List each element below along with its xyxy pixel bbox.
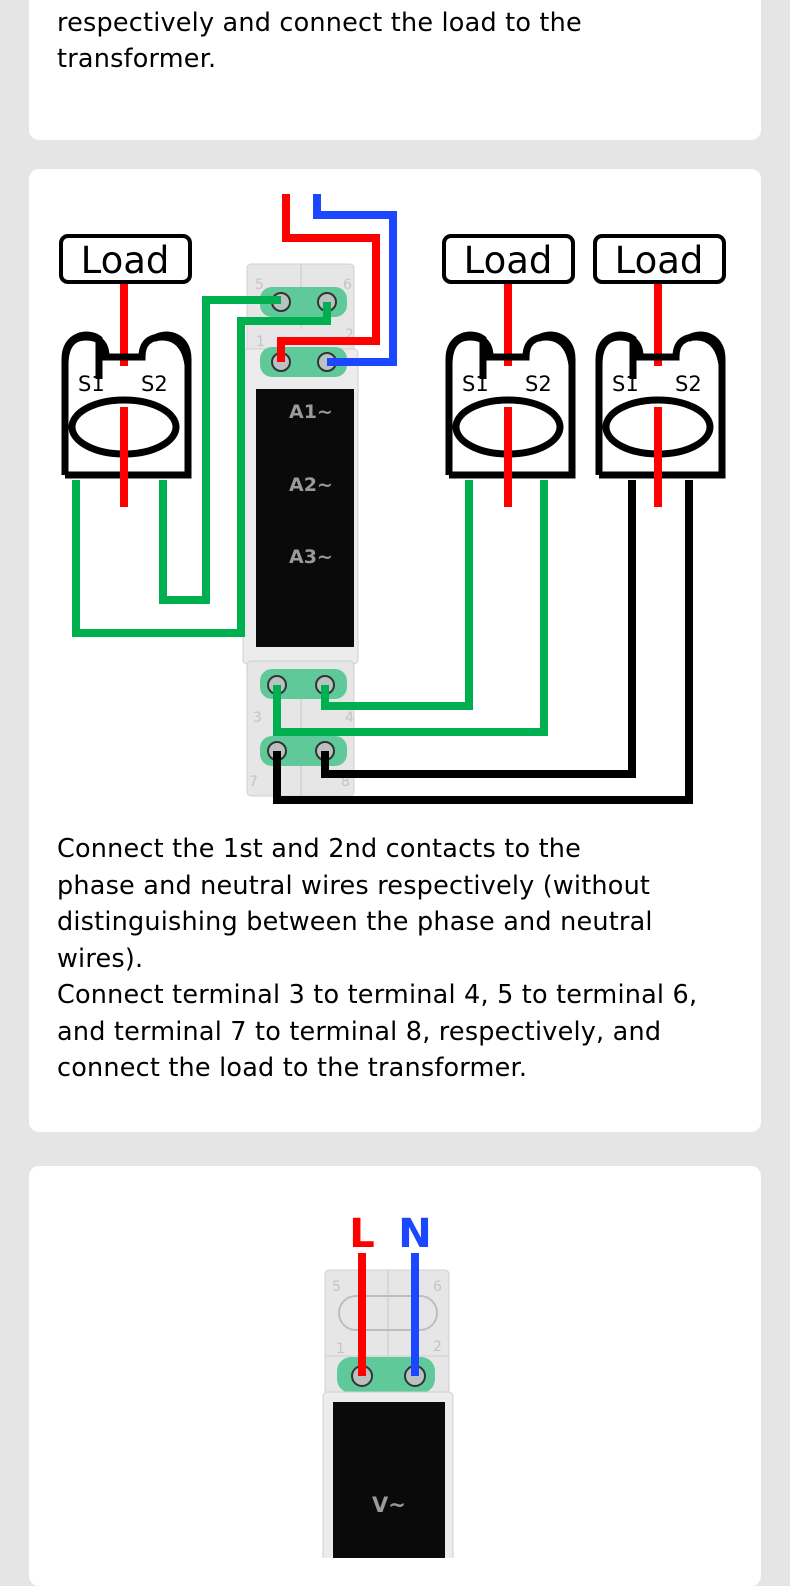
terminal-3: 3 xyxy=(253,710,262,726)
load-boxes: Load Load Load xyxy=(59,234,726,284)
meter-device: 5 6 1 2 V~ xyxy=(322,1269,454,1558)
terminal-7: 7 xyxy=(249,774,258,790)
wiring-card-voltage: 5 6 1 2 V~ L N xyxy=(29,1166,761,1586)
terminal-1: 1 xyxy=(336,1341,345,1357)
wires xyxy=(72,194,693,804)
wiring-card-three-phase: 5 6 1 2 3 4 7 8 A1~ A2~ A3~ xyxy=(29,169,761,1132)
meter-device: 5 6 1 2 3 4 7 8 A1~ A2~ A3~ xyxy=(242,263,359,797)
wires xyxy=(358,1253,419,1376)
terminal-1: 1 xyxy=(256,334,265,350)
three-phase-wiring-diagram: 5 6 1 2 3 4 7 8 A1~ A2~ A3~ xyxy=(59,194,726,804)
load-box-3: Load xyxy=(593,234,726,284)
load-box-1: Load xyxy=(59,234,192,284)
ct-2: S1 S2 xyxy=(445,331,576,507)
display-label-a3: A3~ xyxy=(289,546,333,568)
display-label-a2: A2~ xyxy=(289,474,333,496)
ct-3: S1 S2 xyxy=(595,331,726,507)
terminal-6: 6 xyxy=(343,277,352,293)
instruction-text: Connect the 1st and 2nd contacts to the … xyxy=(57,834,698,1083)
phase-label: L xyxy=(349,1211,375,1257)
display-panel xyxy=(333,1402,445,1558)
neutral-label: N xyxy=(398,1211,431,1257)
terminal-5: 5 xyxy=(255,277,264,293)
svg-text:S2: S2 xyxy=(141,372,168,396)
ct-1: S1 S2 xyxy=(61,331,192,507)
display-panel xyxy=(256,389,354,647)
instruction-text: Connect 3 to 4 contacts and 5 to 6 conta… xyxy=(57,0,625,74)
svg-text:S1: S1 xyxy=(612,372,639,396)
current-transformers: S1 S2 S1 S2 S1 S2 xyxy=(61,331,726,507)
svg-text:Load: Load xyxy=(615,239,704,282)
terminal-4: 4 xyxy=(345,710,354,726)
terminal-5: 5 xyxy=(332,1279,341,1295)
svg-text:S2: S2 xyxy=(675,372,702,396)
svg-text:Load: Load xyxy=(464,239,553,282)
terminal-2: 2 xyxy=(433,1339,442,1355)
svg-text:Load: Load xyxy=(81,239,170,282)
load-box-2: Load xyxy=(442,234,575,284)
display-label-a1: A1~ xyxy=(289,401,333,423)
display-label-v: V~ xyxy=(372,1493,406,1517)
svg-text:S1: S1 xyxy=(462,372,489,396)
terminal-2: 2 xyxy=(345,327,354,343)
terminal-6: 6 xyxy=(433,1279,442,1295)
svg-text:S1: S1 xyxy=(78,372,105,396)
instruction-card-top: Connect 3 to 4 contacts and 5 to 6 conta… xyxy=(29,0,761,140)
voltage-wiring-diagram: 5 6 1 2 V~ L N xyxy=(322,1211,454,1558)
svg-text:S2: S2 xyxy=(525,372,552,396)
terminal-8: 8 xyxy=(341,774,350,790)
